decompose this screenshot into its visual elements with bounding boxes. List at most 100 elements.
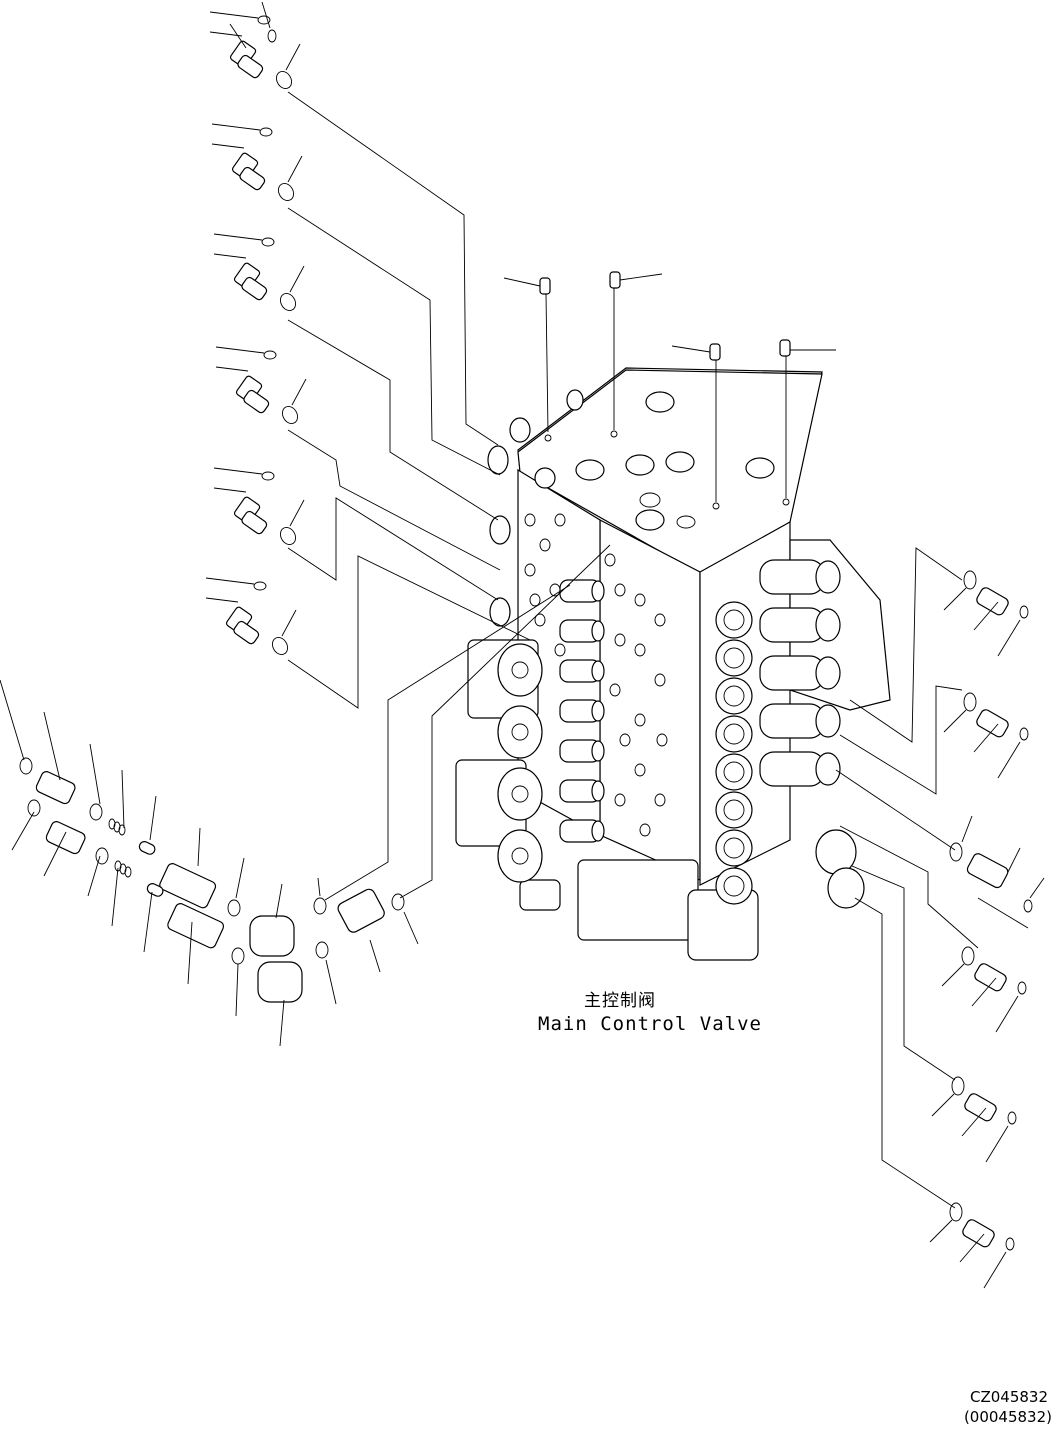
flange-port [511,785,529,803]
fitting-body [976,709,1009,738]
leader-line [1029,877,1045,899]
leader-line [235,857,245,899]
spool-end [815,560,841,594]
port-hole [634,713,646,727]
leader-line [261,1,271,29]
leader-line [209,11,259,19]
port-hole [634,593,646,607]
leader-line [971,977,997,1007]
o-ring [391,893,405,911]
o-ring-small [259,127,273,137]
leader-line [995,995,1019,1033]
port-hole [654,613,666,627]
leader-line [43,831,67,877]
port-hole [656,733,668,747]
leader-line [943,587,967,611]
o-ring [231,947,245,965]
port-hole [609,683,621,697]
leader-line [229,23,247,49]
leader-line [205,577,255,585]
straight-fitting [929,1202,1015,1289]
fitting-body [976,587,1009,616]
port-hole [614,633,626,647]
straight-fitting [943,570,1029,657]
o-ring-small [1007,1111,1017,1125]
leader-line [985,1125,1009,1163]
elbow-nipple [233,620,260,645]
spool-cap-inner [723,761,745,783]
spool-cap [715,677,753,715]
leader-line [287,155,303,183]
spool-cap-inner [723,609,745,631]
port-hole [614,793,626,807]
right-small-fittings [929,570,1045,1289]
o-ring [961,946,975,966]
elbow-nipple [241,510,268,535]
left-elbow-fittings [205,1,307,655]
leader-line [403,911,419,945]
o-ring [963,570,977,590]
valve-body-port-holes [524,513,668,837]
fitting-body [964,1093,997,1122]
spool-housing [759,607,825,643]
leader-line [983,1251,1007,1289]
check-valve [159,863,217,909]
spool-cap-inner [723,685,745,707]
drawing-reference-number: (00045832) [963,1408,1052,1426]
port-fitting-cap [591,740,605,762]
o-ring [272,637,288,655]
leader-line [941,963,965,987]
flange-port [511,847,529,865]
port-hole [524,563,536,577]
port-hole [539,538,551,552]
spool-housing [759,751,825,787]
o-ring [949,842,963,862]
port-hole [554,643,566,657]
port-hole [654,673,666,687]
elbow-nipple [243,389,270,414]
port-hole [524,513,536,527]
o-ring-small [257,15,271,25]
port-hole [534,613,546,627]
leader-line [235,963,239,1017]
spool-cap [715,867,753,905]
o-ring [963,692,977,712]
leader-line [961,1107,987,1137]
leader-line [369,939,381,973]
spring-coil [118,824,126,836]
o-ring [227,899,241,917]
spool-cap-inner [723,875,745,897]
port-fitting-cap [591,580,605,602]
fitting-body [962,1219,995,1248]
flange-port [511,661,529,679]
leader-line [213,467,263,475]
lower-left-small-parts [0,679,419,1047]
o-ring [282,406,298,424]
elbow-fitting [213,467,305,545]
leader-line [325,959,337,1005]
plug-pin [146,883,164,897]
leader-line [43,711,61,781]
left-leader-lines [287,91,611,901]
leader-line [973,723,999,753]
elbow-fitting [209,11,301,89]
elbow-fitting [215,346,307,424]
o-ring-small [1019,605,1029,619]
right-leader-lines [835,547,1029,1209]
check-valve [167,903,225,949]
leader-line [121,769,125,829]
leader-line [209,31,243,37]
leader-line [213,487,247,493]
plug-pin [138,841,156,855]
o-ring [19,757,33,775]
leader-line [0,679,25,761]
leader-line [275,883,283,919]
leader-line [285,43,301,71]
port-hole [634,643,646,657]
leader-line [289,265,305,293]
side-flange [497,705,543,759]
o-ring [280,527,296,545]
leader-line [961,815,973,843]
elbow-block [249,915,295,957]
